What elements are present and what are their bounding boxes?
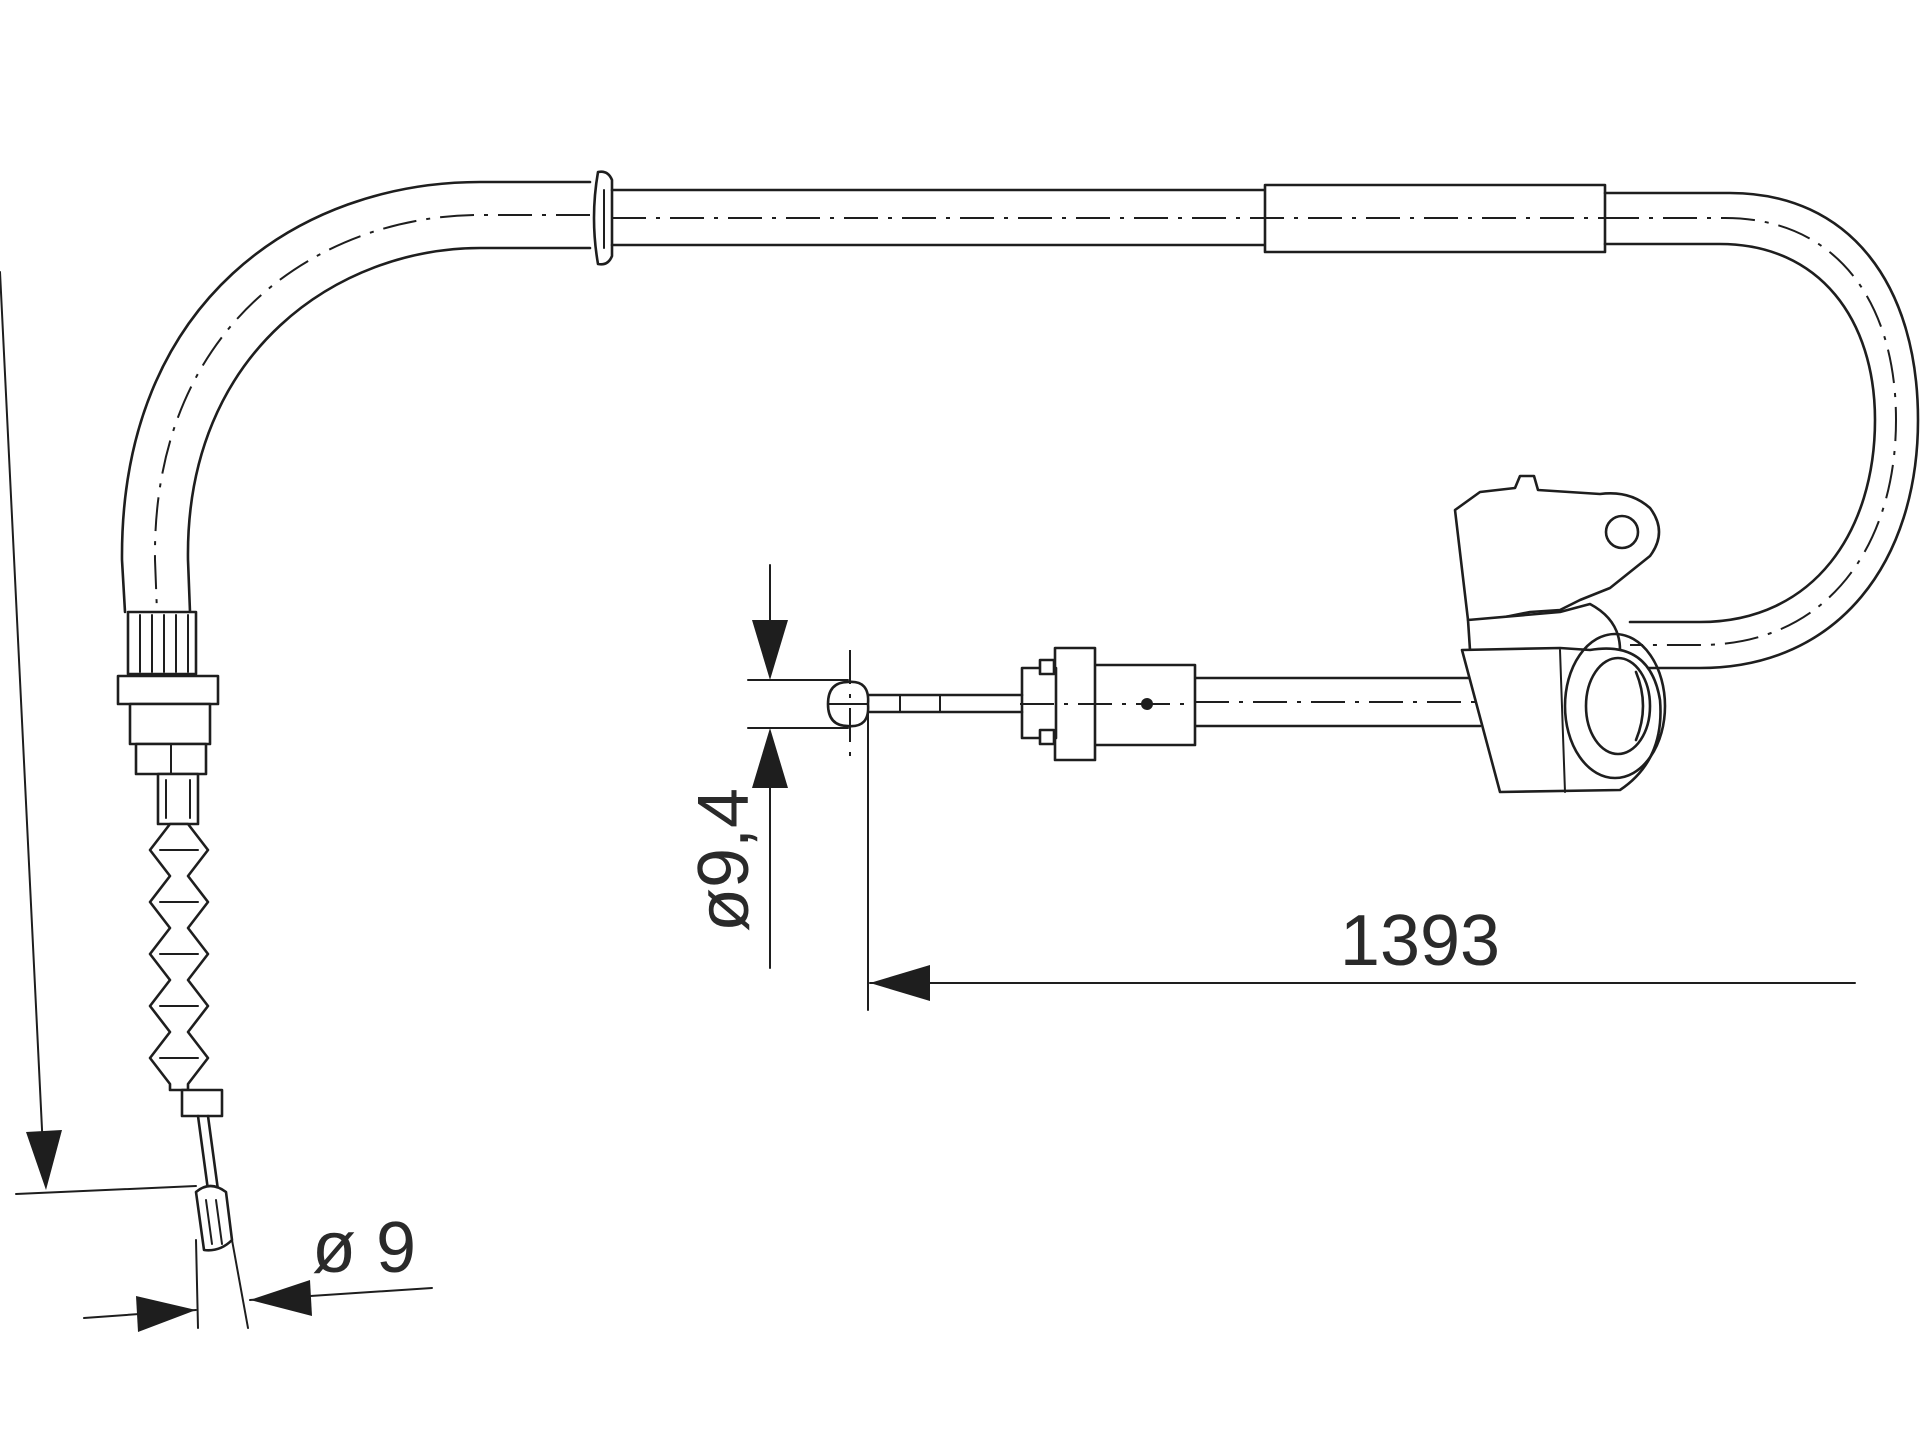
dimension-eye-diameter-label: ø9,4 xyxy=(684,788,764,932)
sheath-collar xyxy=(592,170,614,266)
cable-right-loop xyxy=(1603,191,1920,670)
cable-sheath xyxy=(120,180,592,614)
cable-straight-section xyxy=(610,183,1607,254)
dimension-end-diameter-label: ø 9 xyxy=(312,1208,416,1288)
dimension-length-label: 1393 xyxy=(1340,901,1500,981)
dimension-height-line xyxy=(0,271,197,1195)
mounting-bracket xyxy=(1453,474,1661,622)
dimension-length: 1393 xyxy=(867,711,1856,1011)
left-end-fitting xyxy=(116,610,234,1252)
dimension-end-diameter: ø 9 xyxy=(83,1208,433,1332)
right-end-fitting xyxy=(826,474,1667,794)
dimension-eye-diameter: ø9,4 xyxy=(684,564,849,969)
